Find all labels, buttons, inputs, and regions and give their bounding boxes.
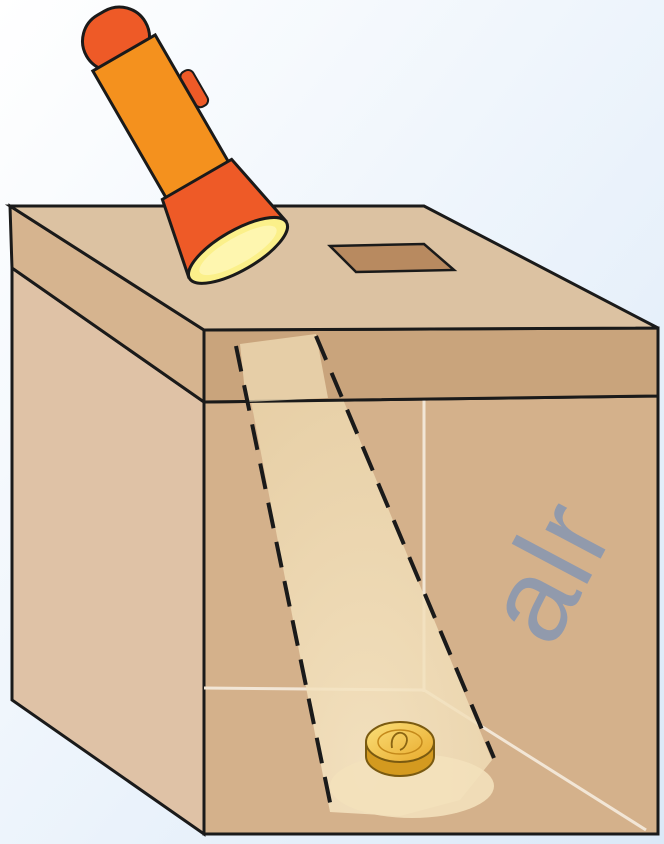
coin <box>366 722 434 776</box>
light-beam-on-lid <box>240 334 328 402</box>
